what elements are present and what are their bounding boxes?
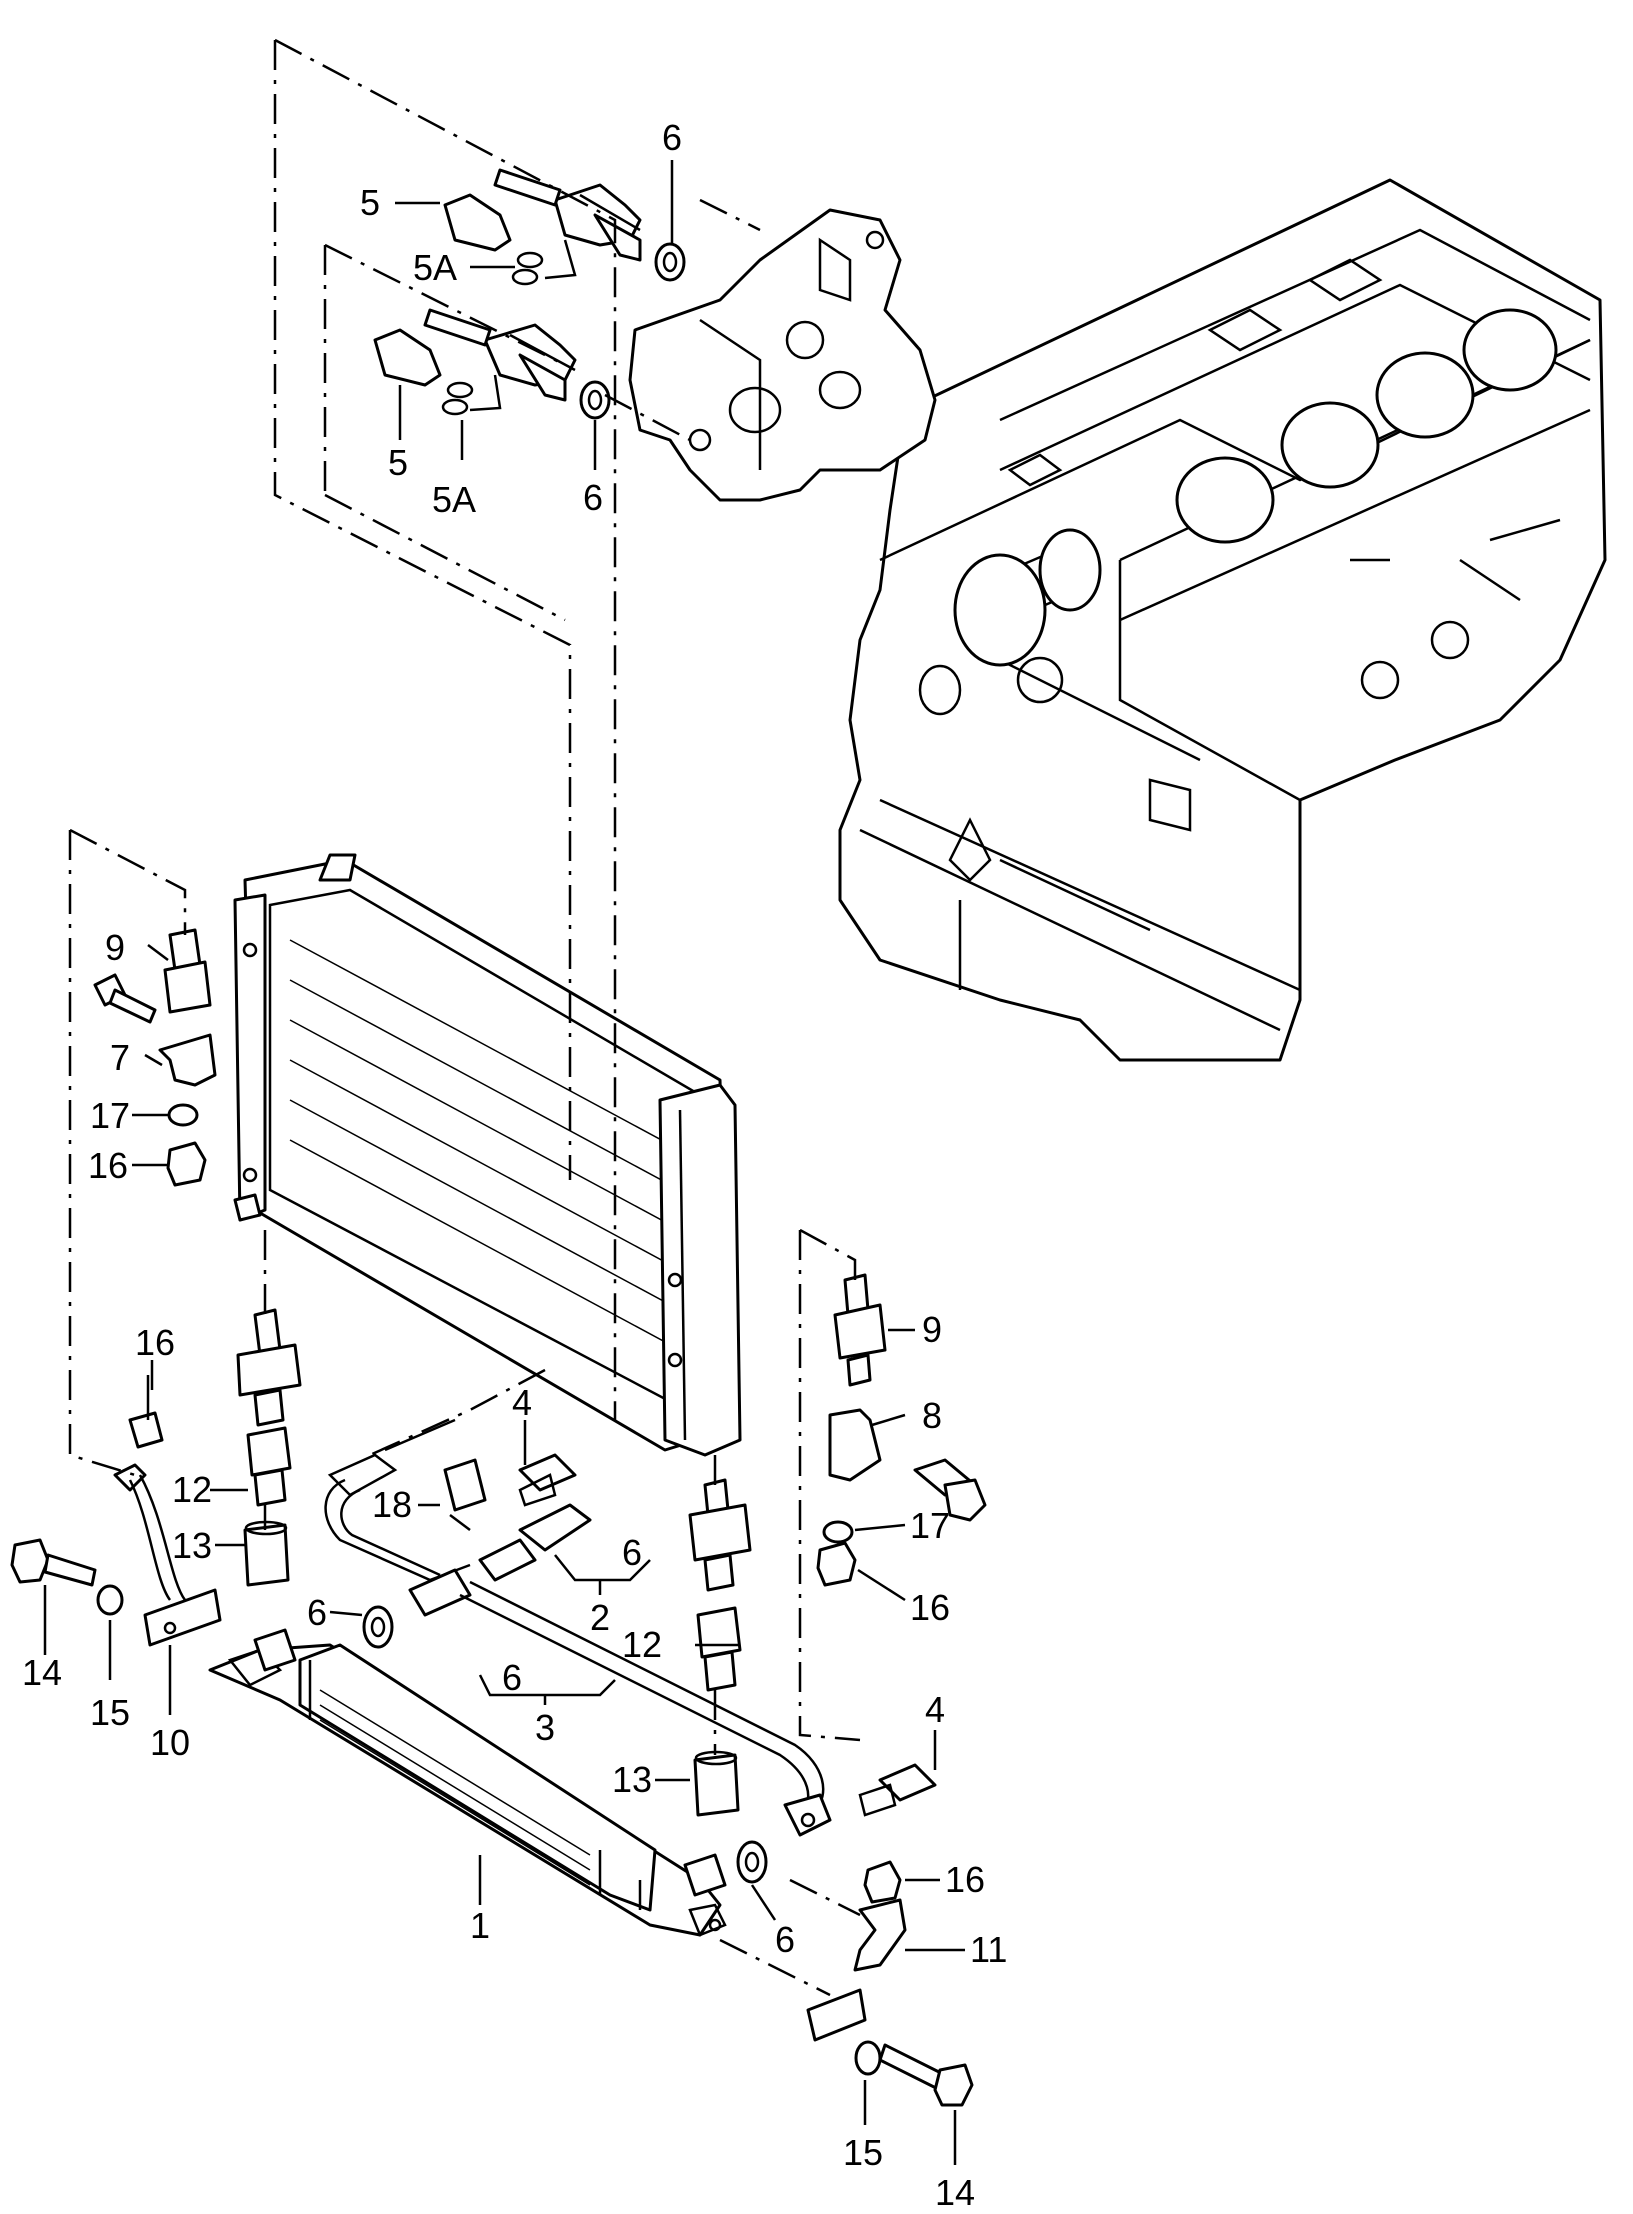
label-16-right-low: 16	[945, 1859, 985, 1900]
label-3: 3	[535, 1707, 555, 1748]
label-14-right: 14	[935, 2172, 975, 2213]
label-17-right: 17	[910, 1505, 950, 1546]
label-4-right: 4	[925, 1689, 945, 1730]
radiator	[233, 853, 742, 1457]
label-5-top: 5	[360, 182, 380, 223]
label-13-left: 13	[172, 1525, 212, 1566]
callout-labels: 6 5 5A 5 5A 6 9 7 17 16 16 12 13 14 15 1…	[22, 117, 1007, 2213]
label-12-left: 12	[172, 1469, 212, 1510]
oil-lines	[324, 1418, 832, 1837]
label-6-line2: 6	[622, 1532, 642, 1573]
oil-cooler	[208, 1628, 727, 1937]
label-18: 18	[372, 1484, 412, 1525]
label-14-left: 14	[22, 1652, 62, 1693]
label-6-bottom: 6	[775, 1919, 795, 1960]
label-9-right: 9	[922, 1309, 942, 1350]
label-5-lower: 5	[388, 442, 408, 483]
label-15-left: 15	[90, 1692, 130, 1733]
label-16-right-mid: 16	[910, 1587, 950, 1628]
leader-lines	[43, 160, 965, 2165]
label-16-mid: 16	[135, 1322, 175, 1363]
assembly-lines	[68, 38, 861, 1997]
label-11: 11	[970, 1929, 1007, 1970]
label-13-right: 13	[612, 1759, 652, 1800]
label-17-left: 17	[90, 1095, 130, 1136]
label-7: 7	[110, 1037, 130, 1078]
label-5a-lower: 5A	[432, 479, 476, 520]
label-16-left: 16	[88, 1145, 128, 1186]
label-1: 1	[470, 1905, 490, 1946]
label-6-line3: 6	[502, 1657, 522, 1698]
label-9-left: 9	[105, 927, 125, 968]
label-5a-top: 5A	[413, 247, 457, 288]
label-12-right: 12	[622, 1624, 662, 1665]
label-2: 2	[590, 1597, 610, 1638]
label-6-mid: 6	[307, 1592, 327, 1633]
upper-fittings	[373, 168, 686, 420]
label-6-lower: 6	[583, 477, 603, 518]
label-8: 8	[922, 1395, 942, 1436]
right-fasteners	[806, 1273, 987, 2107]
engine-block	[838, 178, 1607, 1062]
label-6-top: 6	[662, 117, 682, 158]
label-10: 10	[150, 1722, 190, 1763]
left-fasteners	[10, 928, 222, 1647]
label-15-right: 15	[843, 2132, 883, 2173]
label-4-upper: 4	[512, 1382, 532, 1423]
